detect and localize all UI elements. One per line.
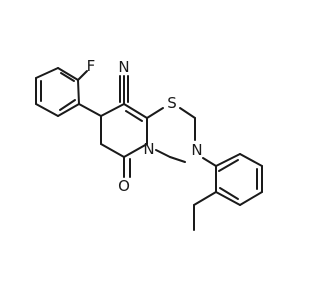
atom-label-fluorine: F bbox=[87, 57, 96, 75]
bond bbox=[59, 99, 76, 111]
bond bbox=[35, 67, 59, 79]
bond bbox=[60, 72, 75, 82]
bond bbox=[239, 153, 263, 167]
atom-label-nitrile-nitrogen: N bbox=[118, 58, 129, 76]
bond bbox=[179, 107, 196, 119]
bond bbox=[125, 110, 143, 122]
bond bbox=[202, 157, 217, 167]
bond bbox=[239, 191, 263, 206]
bond bbox=[77, 79, 80, 105]
atom-label-ring-nitrogen-left: N bbox=[143, 140, 154, 158]
bond bbox=[218, 159, 239, 172]
canvas-background bbox=[0, 0, 300, 300]
bond bbox=[57, 67, 79, 81]
atom-label-carbonyl-oxygen: O bbox=[118, 177, 130, 195]
atom-labels: F N S N N O bbox=[87, 57, 203, 195]
bond bbox=[100, 103, 125, 117]
bond bbox=[215, 191, 241, 206]
bond bbox=[193, 191, 217, 206]
molecule-structure-diagram: F N S N N O bbox=[0, 0, 300, 300]
bond bbox=[215, 153, 241, 167]
bond bbox=[146, 107, 164, 119]
bond bbox=[155, 149, 171, 158]
bond bbox=[123, 103, 148, 119]
bond bbox=[169, 156, 186, 163]
bond bbox=[35, 103, 59, 117]
bond-lines bbox=[35, 67, 263, 231]
atom-label-ring-nitrogen-right: N bbox=[191, 141, 202, 159]
bond bbox=[100, 143, 125, 158]
bond bbox=[77, 70, 88, 81]
atom-label-sulfur: S bbox=[167, 94, 177, 112]
bond bbox=[123, 143, 148, 158]
bond bbox=[219, 187, 239, 200]
bond bbox=[57, 103, 80, 117]
bond bbox=[78, 103, 102, 117]
